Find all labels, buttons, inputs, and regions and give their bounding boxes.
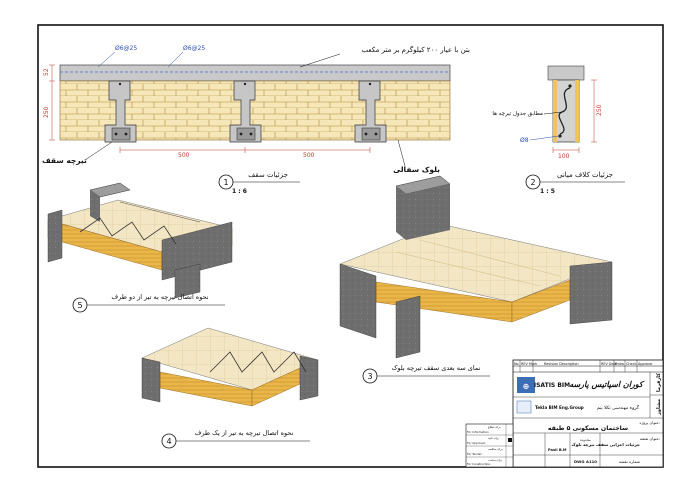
dwg-label: DWG: [574, 459, 584, 464]
status-construction: For Construction:: [467, 462, 491, 466]
status-construction-fa: برای ساخت: [488, 458, 502, 462]
callout-bar-left: Ø6@25: [115, 45, 137, 52]
project-label: عنوان پروژه:: [639, 420, 660, 425]
dwg-number: A110: [586, 459, 597, 464]
rev-h-draw: Draw.: [615, 362, 625, 366]
rev-h-check: Check.: [626, 362, 638, 366]
detail-1-title: جزئیات سقف: [248, 171, 288, 179]
view-4-number: 4: [166, 437, 171, 446]
status-info-fa: برای اطلاع: [488, 425, 501, 429]
view-4-iso: 4 نحوه اتصال تیرچه به تیر از یک طرف: [141, 327, 319, 449]
mini-label: محدوده: [580, 438, 591, 442]
status-approval: For Approval:: [467, 441, 486, 445]
status-tender: For Tender:: [467, 452, 483, 456]
rev-h-no: No: [514, 362, 519, 366]
detail-2-scale: 1 : 5: [540, 188, 555, 195]
tekla-logo: [516, 400, 532, 414]
svg-text:⊕: ⊕: [523, 382, 530, 391]
view-5-iso: 5 نحوه اتصال تیرچه به تیر از دو طرف: [47, 182, 233, 313]
tekla-name-fa: گروه مهندسی تکلا بیم: [597, 404, 640, 411]
view-3-number: 3: [367, 372, 372, 381]
beam-left: [47, 209, 63, 263]
tekla-name-en: Tekla BIM Eng.Group: [535, 405, 584, 410]
joist-right: [354, 80, 387, 143]
company-name-fa: کوران اسپاتیس پارسه: [569, 380, 645, 390]
label-mesh: مطابق جدول تیرچه ها: [492, 111, 543, 117]
sheet-border: [37, 24, 664, 468]
detail-1-number: 1: [223, 178, 228, 187]
beam-right: [161, 221, 233, 281]
detail-1-section: Ø6@25 Ø6@25 بتن با عیار ۲۰۰ کیلوگرم بر م…: [42, 45, 470, 195]
sheet-label: عنوان نقشه:: [640, 436, 660, 441]
title-block: No REV Mark Revision Description REV Dat…: [512, 359, 664, 468]
beam-front: [339, 263, 377, 339]
rev-h-date: REV Date: [601, 362, 617, 366]
mini-value: Pasil B.M: [548, 448, 567, 452]
company-name-en: ISATIS BIM: [534, 382, 570, 389]
bar-size: Ø8: [520, 137, 529, 144]
status-approval-fa: برای تایید: [488, 436, 499, 440]
joist-left: [104, 80, 137, 143]
joist-middle: [229, 80, 262, 143]
detail-2-section: مطابق جدول تیرچه ها Ø8 250 100 2 جزئیات …: [492, 65, 625, 195]
d2-dim-height: 250: [596, 104, 603, 116]
drawing-number-label: شماره نقشه: [619, 459, 641, 464]
concrete-note: بتن با عیار ۲۰۰ کیلوگرم بر متر مکعب: [362, 45, 470, 54]
rev-h-approve: Approve.: [638, 362, 653, 366]
status-tender-fa: برای مناقصه: [488, 447, 503, 451]
concrete-topping: [59, 64, 451, 82]
company-logo: [517, 377, 535, 393]
beam-single: [141, 357, 161, 403]
sheet-name: جزئیات اجرایی سقف تیرچه بلوک: [571, 442, 640, 447]
label-joist: تیرچه سقف: [42, 156, 87, 165]
callout-bar-right: Ø6@25: [183, 45, 205, 52]
view-5-caption: نحوه اتصال تیرچه به تیر از دو طرف: [111, 293, 208, 301]
side-label-consultant: مشاور: [656, 399, 662, 416]
view-4-caption: نحوه اتصال تیرچه به تیر از یک طرف: [195, 429, 294, 437]
label-block: بلوک سفالی: [393, 165, 440, 174]
view-5-number: 5: [77, 301, 82, 310]
dim-topping: 52: [43, 68, 50, 76]
view-3-caption: نمای سه بعدی سقف تیرچه بلوک: [392, 364, 481, 372]
dim-height: 250: [43, 106, 50, 118]
detail-2-title: جزئیات کلاف میانی: [557, 171, 613, 179]
detail-2-number: 2: [530, 178, 535, 187]
dim-span-2: 500: [303, 152, 315, 159]
dim-span-1: 500: [178, 152, 190, 159]
status-info: For Information:: [467, 430, 489, 434]
rev-h-desc: Revision Description: [544, 362, 579, 366]
project-name: ساختمان مسکونی ۵ طبقه: [548, 425, 628, 432]
d2-dim-width: 100: [558, 153, 570, 160]
detail-1-scale: 1 : 6: [232, 188, 247, 195]
view-3-iso: 3 نمای سه بعدی سقف تیرچه بلوک: [339, 175, 613, 384]
issue-status-table: For Information: For Approval: For Tende…: [465, 423, 514, 468]
side-label-client: کارفرما: [656, 373, 662, 392]
rev-h-mark: REV Mark: [521, 362, 537, 366]
